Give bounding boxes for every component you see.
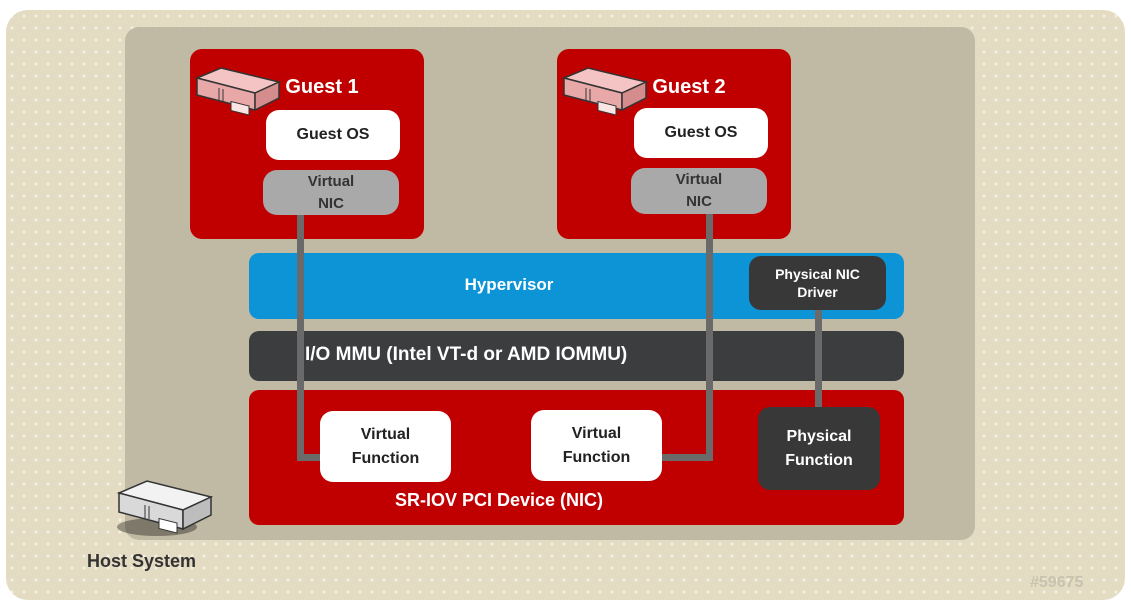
iommu-band: I/O MMU (Intel VT-d or AMD IOMMU) — [249, 331, 904, 381]
wire-guest1-vertical — [297, 215, 304, 460]
pf-line2: Function — [785, 451, 853, 469]
guest-1-os: Guest OS — [266, 110, 400, 160]
driver-line1: Physical NIC — [775, 266, 860, 282]
server-icon — [561, 67, 649, 116]
host-server-icon — [116, 480, 214, 536]
guest-1-nic-line2: NIC — [318, 194, 344, 212]
guest-1-virtual-nic: Virtual NIC — [263, 170, 399, 215]
sriov-device-label: SR-IOV PCI Device (NIC) — [394, 490, 604, 510]
host-system-label: Host System — [87, 551, 197, 571]
wire-guest1-horizontal — [297, 454, 322, 461]
wire-guest2-vertical — [706, 214, 713, 460]
virtual-function-1: Virtual Function — [320, 411, 451, 482]
pf-line1: Physical — [786, 427, 852, 445]
wire-guest2-horizontal — [662, 454, 713, 461]
wire-driver-pf — [815, 310, 822, 410]
vf2-line1: Virtual — [571, 424, 622, 442]
vf1-line2: Function — [351, 449, 420, 467]
guest-2-nic-line1: Virtual — [675, 171, 723, 188]
figure-id: #59675 — [1030, 574, 1084, 591]
physical-function: Physical Function — [758, 407, 880, 490]
virtual-function-2: Virtual Function — [531, 410, 662, 481]
server-icon — [194, 67, 282, 116]
guest-1-title: Guest 1 — [285, 76, 359, 98]
guest-2-title: Guest 2 — [652, 76, 726, 98]
guest-2-nic-line2: NIC — [686, 193, 712, 210]
guest-2-virtual-nic: Virtual NIC — [631, 168, 767, 214]
guest-2-os: Guest OS — [634, 108, 768, 158]
driver-line2: Driver — [797, 284, 838, 300]
guest-1-nic-line1: Virtual — [307, 172, 355, 190]
vf2-line2: Function — [562, 448, 631, 466]
hypervisor-label: Hypervisor — [464, 275, 554, 294]
iommu-label: I/O MMU (Intel VT-d or AMD IOMMU) — [305, 344, 628, 365]
physical-nic-driver: Physical NIC Driver — [749, 256, 886, 310]
vf1-line1: Virtual — [360, 425, 411, 443]
